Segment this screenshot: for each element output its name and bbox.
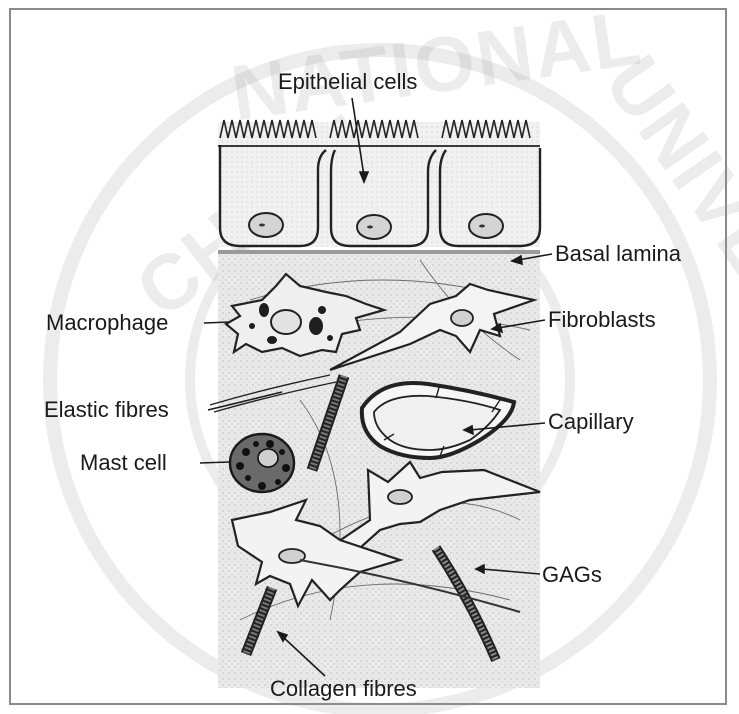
label-epithelial-cells: Epithelial cells: [278, 71, 417, 93]
label-mast-cell: Mast cell: [80, 452, 167, 474]
mast-cell: [230, 434, 294, 492]
label-basal-lamina: Basal lamina: [555, 243, 681, 265]
epithelial-layer: [218, 120, 540, 247]
label-elastic-fibres: Elastic fibres: [44, 399, 169, 421]
label-macrophage: Macrophage: [46, 312, 168, 334]
label-collagen-fibres: Collagen fibres: [270, 678, 417, 700]
label-fibroblasts: Fibroblasts: [548, 309, 656, 331]
label-gags: GAGs: [542, 564, 602, 586]
label-capillary: Capillary: [548, 411, 634, 433]
